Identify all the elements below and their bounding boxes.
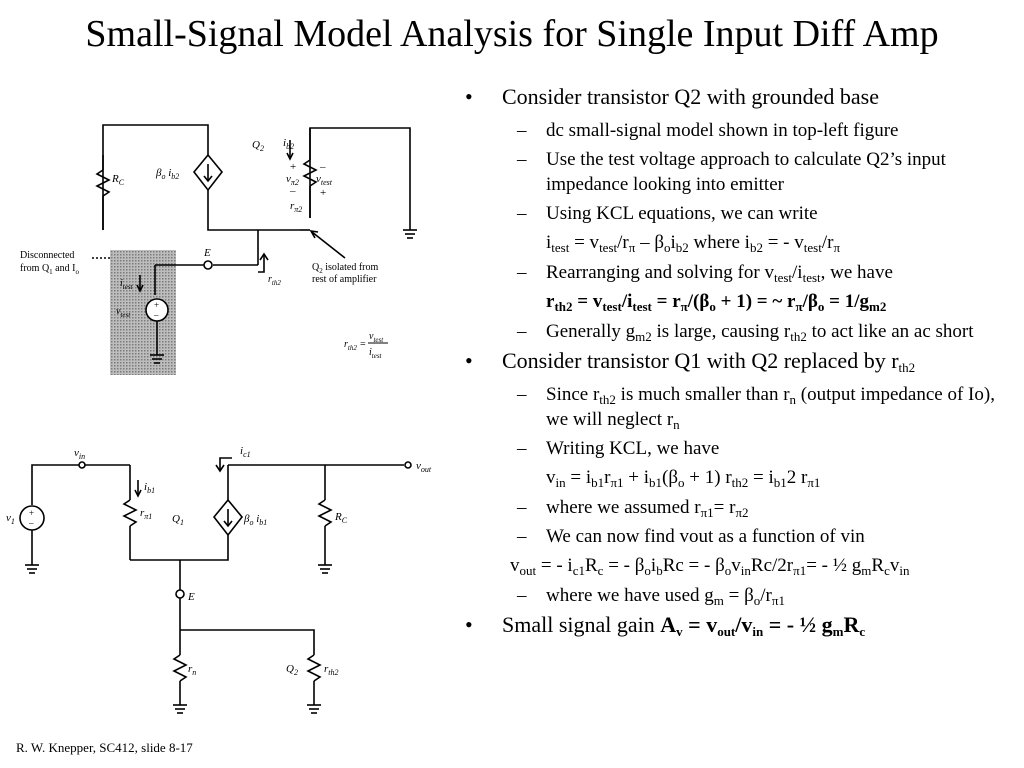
label-vin: vin xyxy=(74,447,85,461)
formula-lhs: rth2 = xyxy=(344,339,366,352)
label-minus2: – xyxy=(319,161,326,173)
label-rc: RC xyxy=(334,511,348,525)
label-itest: itest xyxy=(120,278,134,291)
label-ib1: ib1 xyxy=(144,481,155,495)
sub-bullet-rearranging: Rearranging and solving for vtest/itest,… xyxy=(462,260,1018,285)
bullet-list: Consider transistor Q2 with grounded bas… xyxy=(462,84,1018,646)
sub-bullet-writing-kcl: Writing KCL, we have xyxy=(462,436,1018,461)
label-rest-of-amp: rest of amplifier xyxy=(312,274,377,285)
label-plus1: + xyxy=(290,161,296,173)
label-v1: v1 xyxy=(6,512,15,526)
equation-itest: itest = vtest/rπ – βoib2 where ib2 = - v… xyxy=(546,232,841,255)
sub-bullet-gm2-large: Generally gm2 is large, causing rth2 to … xyxy=(462,319,1018,344)
label-q2: Q2 xyxy=(252,139,264,153)
label-rc: RC xyxy=(111,173,125,187)
label-vpi2: vπ2 xyxy=(286,173,299,187)
label-from-q1: from Q1 and Io xyxy=(20,263,79,276)
label-rth2: rth2 xyxy=(268,274,281,287)
formula-num: vtest xyxy=(369,331,384,344)
label-rth2: rth2 xyxy=(324,663,339,677)
label-minus1: – xyxy=(289,185,296,197)
label-src-minus: – xyxy=(28,518,34,528)
sub-bullet-neglect-rn: Since rth2 is much smaller than rn (outp… xyxy=(462,382,1018,432)
sub-bullet-find-vout: We can now find vout as a function of vi… xyxy=(462,524,1018,549)
q1-small-signal-diagram: vin ic1 vout v1 + – ib1 rπ1 Q1 βo ib1 RC… xyxy=(6,445,432,714)
label-rpi1: rπ1 xyxy=(140,507,152,521)
label-ic1: ic1 xyxy=(240,445,251,459)
label-src-plus: + xyxy=(29,508,34,518)
sub-bullet-test-voltage: Use the test voltage approach to calcula… xyxy=(462,147,1018,197)
label-beta-ib1: βo ib1 xyxy=(243,513,267,527)
label-e: E xyxy=(187,591,195,603)
label-plus2: + xyxy=(320,187,326,199)
label-src-plus: + xyxy=(154,300,159,310)
label-vtest: vtest xyxy=(316,173,333,187)
label-vout: vout xyxy=(416,460,432,474)
label-src-minus: – xyxy=(153,310,159,320)
bullet-consider-q1: Consider transistor Q1 with Q2 replaced … xyxy=(462,348,1018,374)
label-q2: Q2 xyxy=(286,663,298,677)
footer-credit: R. W. Knepper, SC412, slide 8-17 xyxy=(16,740,193,755)
label-vtest-src: vtest xyxy=(116,306,131,319)
label-ib2: ib2 xyxy=(283,137,294,151)
sub-bullet-assumed: where we assumed rπ1= rπ2 xyxy=(462,495,1018,520)
equation-rth2: rth2 = vtest/itest = rπ/(βo + 1) = ~ rπ/… xyxy=(546,291,887,314)
label-rn: rn xyxy=(188,663,196,677)
q2-small-signal-diagram: Q2 ib2 + – vπ2 – vtest + rπ2 RC βo ib2 E… xyxy=(20,124,417,375)
sub-bullet-dc-model: dc small-signal model shown in top-left … xyxy=(462,118,1018,143)
formula-den: itest xyxy=(369,347,383,360)
label-q1: Q1 xyxy=(172,513,184,527)
bullet-small-signal-gain: Small signal gain Av = vout/vin = - ½ gm… xyxy=(462,612,1018,638)
label-e: E xyxy=(203,247,211,259)
sub-bullet-kcl: Using KCL equations, we can write xyxy=(462,201,1018,226)
label-isolated: Q2 isolated from xyxy=(312,262,378,275)
equation-vin: vin = ib1rπ1 + ib1(βo + 1) rth2 = ib12 r… xyxy=(546,467,821,490)
equation-vout: vout = - ic1Rc = - βoibRc = - βovinRc/2r… xyxy=(510,555,910,578)
label-beta-ib2: βo ib2 xyxy=(155,167,179,181)
label-rpi2: rπ2 xyxy=(290,200,302,214)
bullet-consider-q2: Consider transistor Q2 with grounded bas… xyxy=(462,84,1018,110)
sub-bullet-used-gm: where we have used gm = βo/rπ1 xyxy=(462,583,1018,608)
label-disconnected: Disconnected xyxy=(20,250,74,261)
slide-title: Small-Signal Model Analysis for Single I… xyxy=(85,13,939,55)
